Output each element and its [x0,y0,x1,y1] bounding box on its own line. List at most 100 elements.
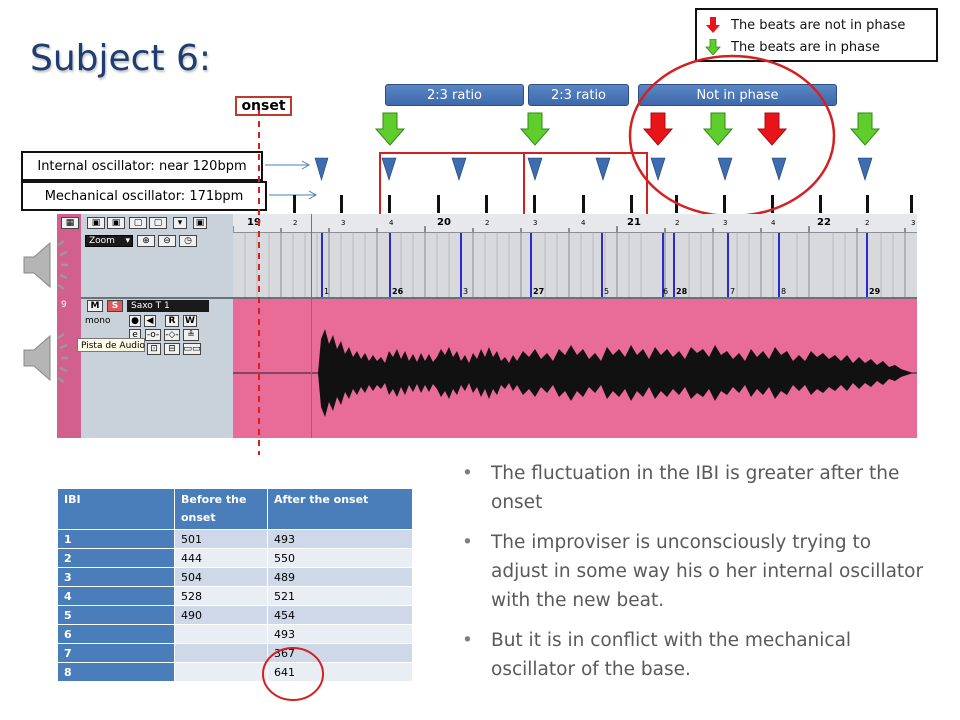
write-button[interactable]: W [183,315,197,327]
mechanical-beat-tick [582,195,585,213]
table-row: 1 501 493 [58,529,413,549]
beat-number: 3 [533,219,538,227]
clock-icon: ◷ [184,236,192,246]
midi-note-label: 8 [781,287,787,296]
bullet-item: The fluctuation in the IBI is greater af… [458,459,928,517]
mute-button[interactable]: M [87,300,103,312]
zoom-in-icon: ⊕ [142,236,150,246]
zoom-label: Zoom [89,236,115,246]
midi-note-label: 29 [869,287,881,296]
audio-lane [233,299,917,438]
solo-button[interactable]: S [107,300,123,312]
table-cell: 8 [58,662,175,681]
lock-button[interactable]: ⊡ [147,343,161,355]
track-header-panel: ▦ ▣ ▣ ▢ ▢ ▾ ▣ Zoom ▾ ⊕ ⊖ ◷ 9 M S Saxo T … [57,214,234,438]
speaker-icon: ◀ [146,316,154,326]
waveform-shape [318,329,913,417]
mechanical-beat-tick [340,195,343,213]
insert-button[interactable]: -o- [145,329,161,341]
segment-not-in-phase: Not in phase [638,84,837,106]
toolbar-button[interactable]: ▣ [87,217,105,229]
speaker-icon[interactable] [20,235,80,295]
arrangement-area: 19 2 3 4 20 2 3 4 21 2 3 4 22 2 3 [233,214,917,438]
toolbar-button[interactable]: ▣ [193,217,207,229]
legend-label-in-phase: The beats are in phase [731,39,880,55]
playhead-line[interactable] [311,214,312,438]
zoom-in-button[interactable]: ⊕ [137,235,155,247]
internal-beat-marker [717,157,733,181]
midi-note-label: 6 [663,287,669,296]
beat-number: 2 [293,219,298,227]
zoom-select[interactable]: Zoom ▾ [85,235,133,247]
column-header: Before the onset [174,489,268,530]
read-button[interactable]: R [165,315,179,327]
table-cell: 444 [174,548,268,568]
track-divider [81,297,233,299]
midi-note-label: 7 [730,287,736,296]
bar-number: 22 [817,217,831,228]
green-arrow-icon [705,39,721,55]
table-cell: 528 [174,586,268,606]
toolbar-icon[interactable]: ▦ [61,217,79,229]
table-cell [174,643,268,663]
chevron-down-icon: ▾ [125,236,130,246]
audio-waveform [233,329,917,417]
table-cell: 493 [267,529,413,549]
zoom-out-button[interactable]: ⊖ [158,235,176,247]
lanes-button[interactable]: ▭▭ [183,343,201,355]
toolbar-button[interactable]: ▾ [173,217,187,229]
grid-icon: ▦ [65,218,75,228]
beat-number: 3 [341,219,346,227]
red-arrow-icon [706,17,720,33]
ratio-group-box [379,152,525,216]
zoom-reset-button[interactable]: ◷ [179,235,197,247]
mute-all-icon: ▣ [91,218,101,228]
send-button[interactable]: ≗ [183,329,199,341]
table-cell: 550 [267,548,413,568]
bar-number: 20 [437,217,451,228]
monitor-button[interactable]: ◀ [144,315,156,327]
lock-icon: ⊡ [150,344,158,354]
mono-label: mono [85,316,111,326]
folder-button[interactable]: ⊟ [164,343,180,355]
toolbar-button[interactable]: ▢ [149,217,167,229]
table-cell: 1 [58,529,175,549]
settings-icon: ▣ [195,218,205,228]
mechanical-beat-tick [388,195,391,213]
beat-number: 4 [581,219,586,227]
table-row: 5 490 454 [58,605,413,625]
internal-beat-marker [527,157,543,181]
onset-marker-line [258,110,260,455]
lanes-icon: ▭▭ [183,344,201,354]
midi-note-label: 28 [676,287,688,296]
table-cell: 641 [267,662,413,681]
legend-label-not-in-phase: The beats are not in phase [731,17,906,33]
track-color-strip [57,214,81,438]
track-name[interactable]: Saxo T 1 [127,300,209,312]
bullet-item: But it is in conflict with the mechanica… [458,626,928,684]
column-header: After the onset [267,489,413,530]
mechanical-beat-tick [910,195,913,213]
toolbar-button[interactable]: ▢ [129,217,147,229]
beat-number: 2 [485,219,490,227]
mechanical-beat-tick [437,195,440,213]
table-cell: 5 [58,605,175,625]
eq-button[interactable]: -◇- [164,329,180,341]
segment-ratio-2: 2:3 ratio [528,84,629,106]
table-cell: 4 [58,586,175,606]
table-cell: 521 [267,586,413,606]
segment-ratio-1: 2:3 ratio [385,84,524,106]
record-button[interactable]: ● [129,315,141,327]
toolbar-button[interactable]: ▣ [107,217,125,229]
mechanical-beat-tick [630,195,633,213]
mechanical-beat-tick [819,195,822,213]
beat-number: 3 [723,219,728,227]
midi-note-label: 5 [604,287,610,296]
speaker-icon[interactable] [20,328,80,388]
mechanical-beat-tick [723,195,726,213]
midi-lane: 1 26 3 27 5 6 28 7 8 29 [233,233,917,299]
beat-number: 3 [911,219,916,227]
internal-beat-marker [595,157,611,181]
mechanical-beat-tick [866,195,869,213]
